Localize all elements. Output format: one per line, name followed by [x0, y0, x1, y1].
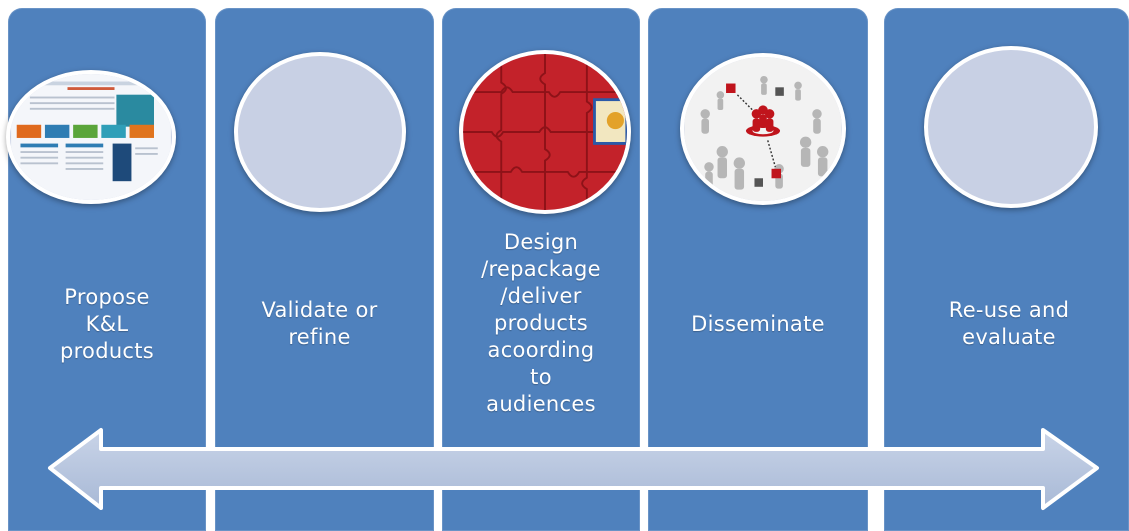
website-thumbnail-graphic: [11, 74, 171, 200]
step-label-disseminate: Disseminate: [691, 312, 825, 336]
red-puzzle-image: [459, 50, 631, 214]
people-network-image: [680, 53, 846, 205]
reuse-placeholder-circle: [924, 46, 1098, 208]
puzzle-graphic: [463, 54, 627, 210]
step-label-propose: Propose K&L products: [59, 285, 155, 363]
people-network-graphic: [684, 57, 842, 201]
step-label-design: Design /repackage /deliver products acoo…: [481, 230, 601, 416]
website-thumbnail-image: [6, 70, 176, 204]
step-label-reuse: Re-use and evaluate: [948, 298, 1070, 349]
validate-placeholder-circle: [234, 52, 406, 212]
step-label-validate: Validate or refine: [261, 298, 378, 349]
